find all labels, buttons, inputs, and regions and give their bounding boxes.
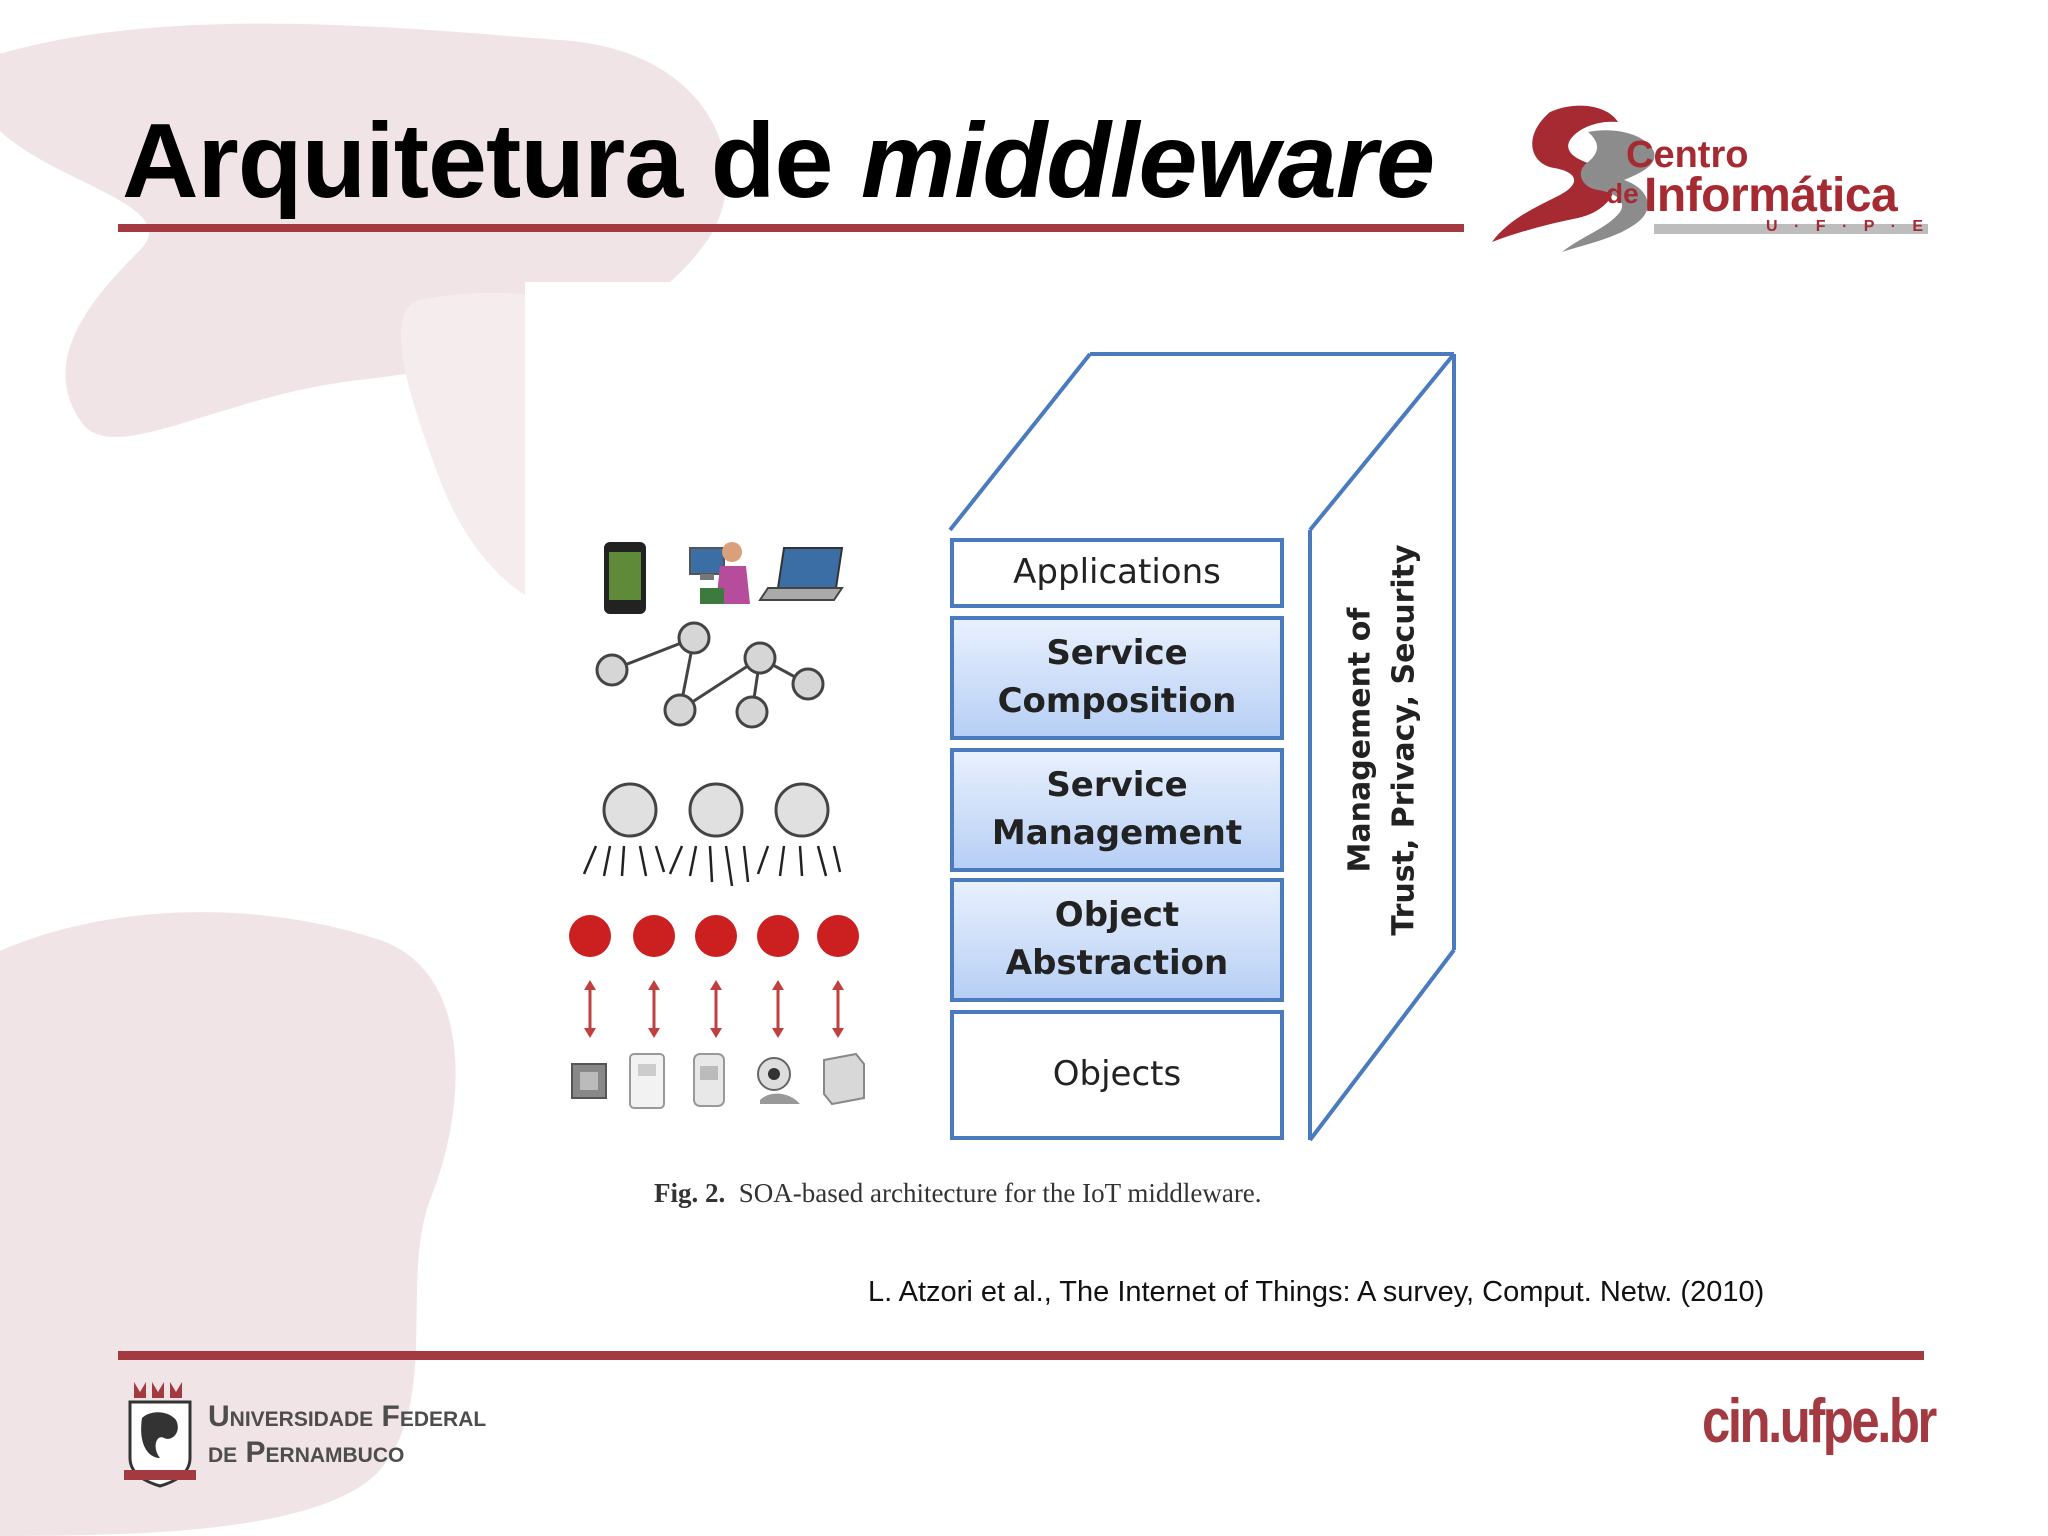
cin-swoosh-red — [1492, 105, 1618, 242]
box-top-left-edge — [948, 352, 1092, 532]
cin-logo-centro: Centro — [1626, 134, 1749, 176]
management-nodes — [602, 782, 830, 838]
box-side-bottom-edge — [1308, 948, 1456, 1142]
layer-object-abstraction: Object Abstraction — [950, 878, 1284, 1002]
citation: L. Atzori et al., The Internet of Things… — [868, 1276, 1765, 1308]
box-top-right-edge — [1308, 352, 1456, 532]
layer-objects: Objects — [950, 1010, 1284, 1140]
ufpe-name-line1: Universidade Federal — [208, 1400, 487, 1433]
figure-caption: Fig. 2. SOA-based architecture for the I… — [654, 1178, 1262, 1209]
service-network-graph — [611, 636, 809, 713]
cin-logo-ufpe: U · F · P · E — [1766, 218, 1930, 235]
layer-applications: Applications — [950, 538, 1284, 608]
object-link-arrows — [588, 984, 840, 1034]
server-box-icon — [823, 1052, 865, 1106]
layer-service-management: Service Management — [950, 748, 1284, 872]
network-nodes — [595, 621, 825, 729]
thermostat-icon — [629, 1053, 665, 1109]
arrow-heads — [584, 980, 844, 1038]
ufpe-name-line2: de Pernambuco — [208, 1436, 405, 1469]
sensor-device-icon — [571, 1063, 607, 1099]
management-arrows — [582, 845, 842, 887]
figure-caption-text: SOA-based architecture for the IoT middl… — [738, 1178, 1262, 1208]
laptop-icon — [758, 547, 844, 601]
webcam-icon — [757, 1057, 800, 1104]
detector-icon — [693, 1053, 725, 1107]
smartphone-icon — [604, 542, 646, 614]
object-nodes — [569, 915, 859, 957]
cin-logo: Centro de Informática U · F · P · E — [1478, 92, 1930, 262]
website-url[interactable]: cin.ufpe.br — [1702, 1387, 1937, 1456]
cin-logo-informatica: Informática — [1644, 169, 1898, 222]
person-at-computer-icon — [689, 542, 750, 604]
slide-title: Arquitetura de middleware — [122, 102, 1435, 220]
ufpe-crest-icon — [124, 1382, 196, 1488]
cin-logo-de: de — [1606, 178, 1639, 209]
slide-title-italic: middleware — [860, 102, 1435, 220]
footer-divider — [118, 1351, 1924, 1360]
figure-caption-label: Fig. 2. — [654, 1178, 726, 1208]
layer-service-composition: Service Composition — [950, 616, 1284, 740]
cin-logo-mark — [1492, 105, 1928, 252]
cin-swoosh-gray — [1562, 130, 1655, 252]
cin-underline-bar — [1654, 224, 1928, 234]
title-divider — [118, 224, 1464, 232]
ufpe-footer-logo: Universidade Federal de Pernambuco — [124, 1378, 504, 1488]
